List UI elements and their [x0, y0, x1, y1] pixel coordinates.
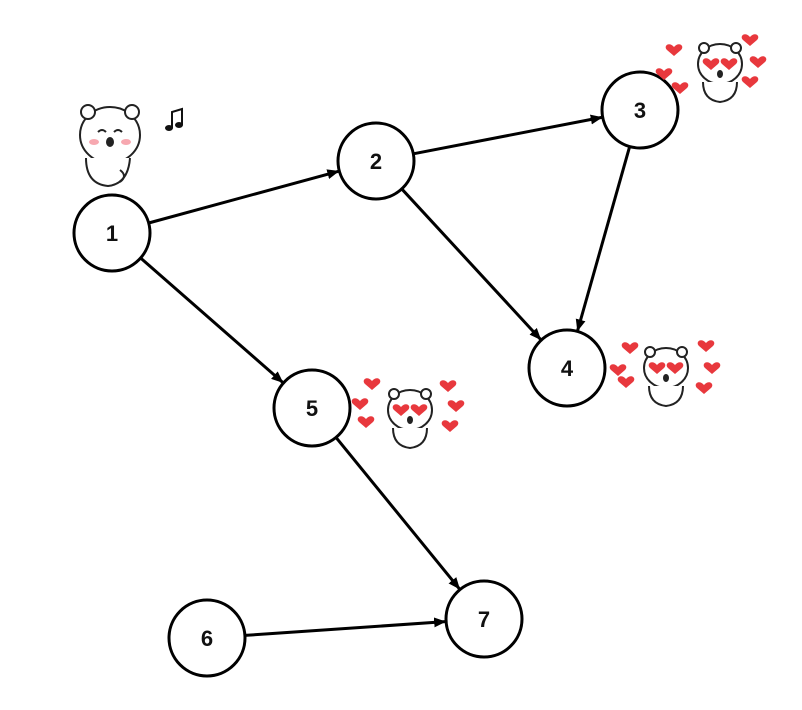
heart-icon	[695, 382, 713, 394]
heart-icon	[749, 56, 767, 68]
bear-hearts-sticker-5	[351, 378, 465, 450]
node-1: 1	[72, 193, 152, 273]
node-2: 2	[336, 121, 416, 201]
edge-2-to-4	[400, 187, 542, 341]
bear-singing-icon	[79, 104, 141, 188]
heart-icon	[357, 416, 375, 428]
edge-1-to-2	[148, 169, 340, 225]
node-circle	[600, 70, 680, 150]
nodes: 1 2 3 4 5 6 7	[72, 70, 680, 678]
heart-icon	[741, 34, 759, 46]
heart-icon	[697, 340, 715, 352]
heart-icon	[609, 364, 627, 376]
bear-heart-eyes-icon	[643, 346, 689, 408]
node-label: 4	[561, 356, 574, 381]
heart-icon	[741, 76, 759, 88]
node-6: 6	[167, 598, 247, 678]
music-note-icon	[165, 107, 183, 131]
node-circle	[72, 193, 152, 273]
bear-hearts-sticker-3	[655, 34, 767, 104]
node-circle	[336, 121, 416, 201]
heart-icon	[617, 376, 635, 388]
node-label: 5	[306, 396, 318, 421]
node-circle	[527, 328, 607, 408]
heart-icon	[441, 420, 459, 432]
node-3: 3	[600, 70, 680, 150]
heart-icon	[447, 400, 465, 412]
edges	[139, 114, 632, 637]
node-label: 6	[201, 626, 213, 651]
node-4: 4	[527, 328, 607, 408]
edge-2-to-3	[413, 114, 603, 156]
node-5: 5	[272, 368, 352, 448]
heart-icon	[351, 398, 369, 410]
node-label: 3	[634, 98, 646, 123]
edge-6-to-7	[244, 617, 447, 637]
heart-icon	[665, 44, 683, 56]
node-circle	[444, 579, 524, 659]
heart-icon	[621, 342, 639, 354]
bear-heart-eyes-icon	[697, 42, 743, 104]
node-7: 7	[444, 579, 524, 659]
bear-hearts-sticker-4	[609, 340, 721, 408]
heart-icon	[363, 378, 381, 390]
bear-music-sticker	[79, 104, 183, 188]
edge-3-to-4	[575, 146, 632, 332]
node-label: 2	[370, 149, 382, 174]
bear-heart-eyes-icon	[387, 388, 433, 450]
node-circle	[272, 368, 352, 448]
heart-icon	[439, 380, 457, 392]
heart-icon	[703, 362, 721, 374]
node-label: 7	[478, 607, 490, 632]
edge-1-to-5	[139, 256, 284, 384]
edge-5-to-7	[334, 436, 461, 590]
node-circle	[167, 598, 247, 678]
node-label: 1	[106, 221, 118, 246]
